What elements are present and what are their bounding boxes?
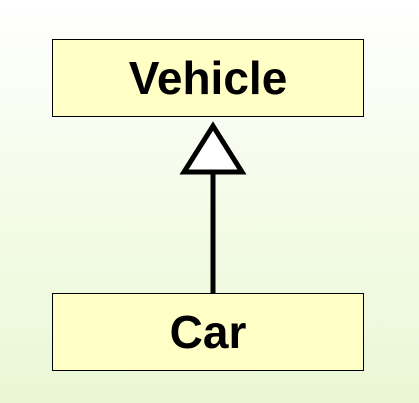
class-box-vehicle: Vehicle (52, 39, 364, 117)
class-name-vehicle: Vehicle (128, 52, 288, 104)
inheritance-arrowhead (179, 121, 247, 175)
class-name-car: Car (169, 306, 247, 358)
class-box-car: Car (52, 293, 364, 371)
